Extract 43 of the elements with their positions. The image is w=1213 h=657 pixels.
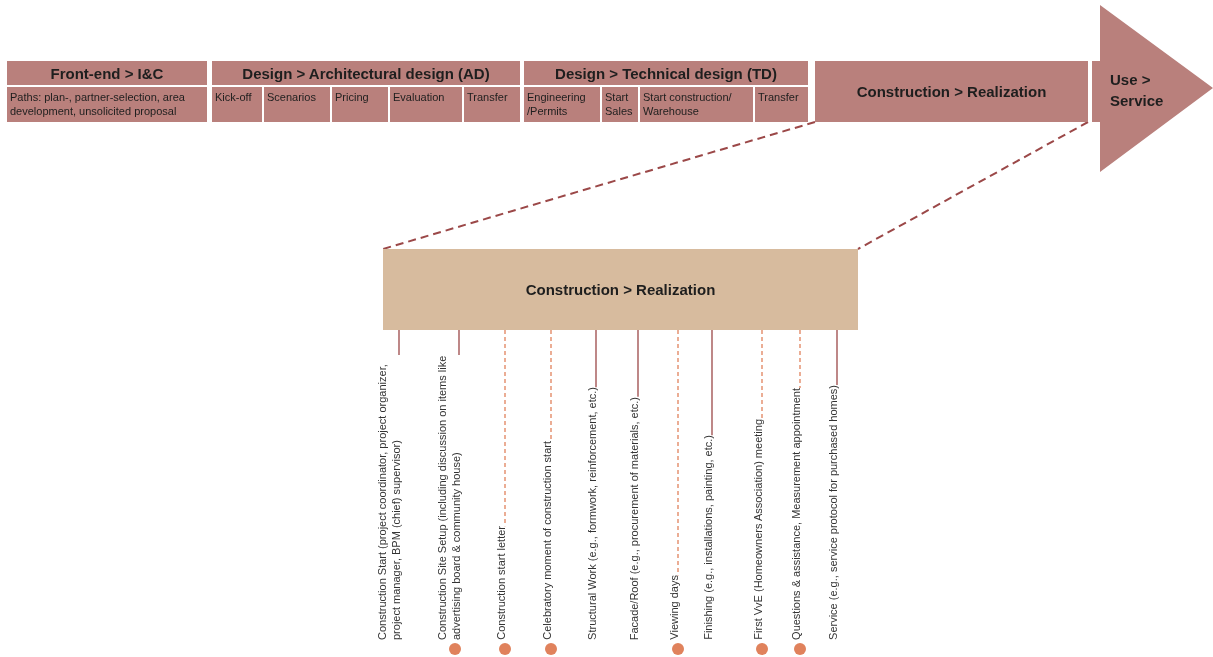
step-label: Start Sales [602, 87, 638, 122]
step-label: Transfer [755, 87, 808, 122]
step-label: Start construction/ Warehouse [640, 87, 753, 122]
milestone-label: Structural Work (e.g., formwork, reinforcement, etc.) [586, 387, 600, 640]
milestone-dot [545, 643, 557, 655]
step-label: Evaluation [390, 87, 462, 122]
step-label: Kick-off [212, 87, 262, 122]
step-label: Scenarios [264, 87, 330, 122]
detail-header: Construction > Realization [383, 249, 858, 330]
phase-header: Front-end > I&C [7, 61, 207, 85]
phase-note: Paths: plan-, partner-selection, area development, unsolicited proposal [7, 87, 207, 122]
milestone-label: Construction Start (project coordinator, project organizer, project manager, BPM (chief) supervisor) [375, 355, 403, 640]
milestone-label: Questions & assistance, Measurement appointment [790, 388, 804, 640]
milestone-label: Service (e.g., service protocol for purchased homes) [827, 385, 841, 640]
milestone-label: Facade/Roof (e.g., procurement of materials, etc.) [628, 396, 642, 640]
milestone-label: Viewing days [668, 575, 682, 640]
milestone-label: Construction start letter [495, 526, 509, 640]
leader-line [637, 329, 639, 398]
leader-line [836, 329, 838, 386]
step-label: Transfer [464, 87, 520, 122]
milestone-label: Celebratory moment of construction start [541, 441, 555, 640]
phase-header: Design > Technical design (TD) [524, 61, 808, 85]
milestone-dot [672, 643, 684, 655]
phase-header: Design > Architectural design (AD) [212, 61, 520, 85]
leader-line [711, 329, 713, 436]
step-label: Engineering /Permits [524, 87, 600, 122]
milestone-dot [499, 643, 511, 655]
phase-header: Construction > Realization [815, 61, 1088, 122]
milestone-label: First VvE (Homeowners Association) meeting [752, 419, 766, 640]
leader-line [799, 329, 801, 389]
milestone-dot [449, 643, 461, 655]
step-label: Pricing [332, 87, 388, 122]
leader-line [550, 329, 552, 442]
milestone-dot [794, 643, 806, 655]
leader-line [458, 329, 460, 356]
milestone-label: Construction Site Setup (including discussion on items like advertising board & community house) [435, 355, 463, 640]
leader-line [398, 329, 400, 356]
milestone-dot [756, 643, 768, 655]
leader-line [595, 329, 597, 388]
milestone-label: Finishing (e.g., installations, painting, etc.) [702, 435, 716, 640]
leader-line [761, 329, 763, 420]
zoom-line [382, 121, 816, 250]
phase-header: Use > Service [1110, 70, 1165, 111]
